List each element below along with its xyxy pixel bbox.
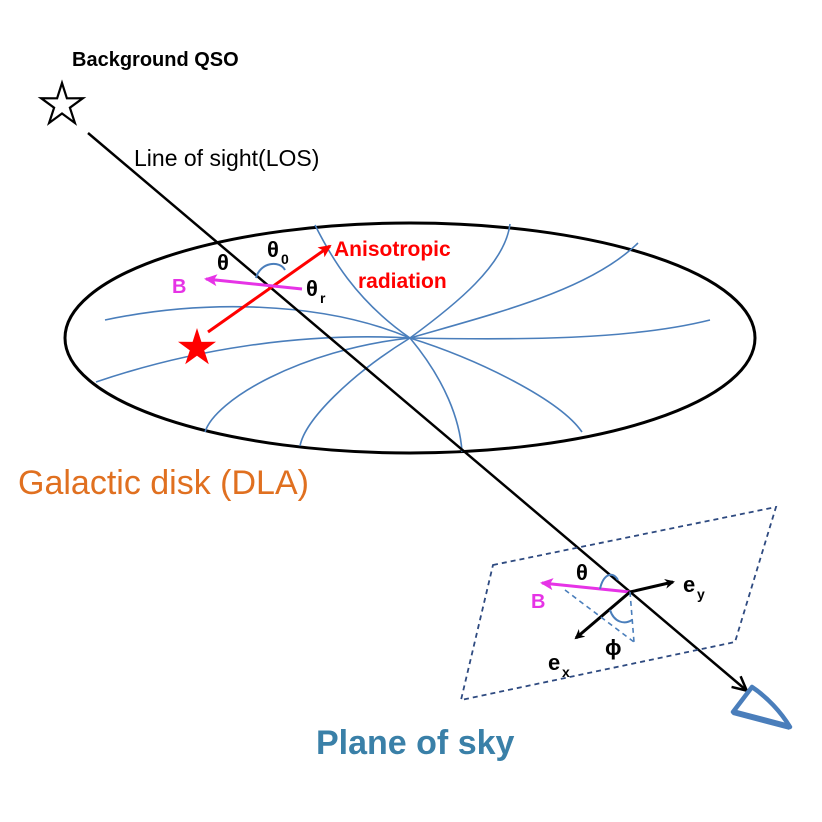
theta-r-label: θ r — [306, 276, 326, 306]
spiral-arm — [409, 223, 511, 339]
spiral-arm — [409, 337, 463, 453]
plane-of-sky-label: Plane of sky — [316, 724, 515, 762]
theta-0-label: θ 0 — [267, 237, 289, 267]
anisotropic-label-line2: radiation — [358, 270, 447, 293]
e-x-arrow — [574, 590, 631, 640]
background-qso-label: Background QSO — [72, 49, 239, 71]
spiral-arm — [104, 305, 411, 339]
e-x-label: e x — [548, 650, 570, 680]
sky-theta-arc — [599, 573, 619, 590]
radiation-arrow — [207, 244, 332, 334]
svg-text:0: 0 — [281, 251, 289, 267]
sky-theta-label: θ — [576, 560, 588, 585]
projection-line — [564, 589, 635, 643]
projection-line — [629, 591, 635, 643]
sky-b-vector-label: B — [531, 591, 545, 613]
plane-of-sky-outline — [459, 505, 778, 702]
spiral-arm — [409, 319, 711, 340]
spiral-arm — [204, 337, 411, 433]
line-of-sight-label: Line of sight(LOS) — [134, 145, 319, 171]
sky-b-field-arrow — [540, 578, 631, 594]
spiral-arm — [299, 337, 411, 447]
galactic-disk-label: Galactic disk (DLA) — [18, 464, 309, 502]
e-y-label: e y — [683, 572, 705, 602]
e-y-arrow — [629, 578, 675, 594]
spiral-arms — [95, 223, 711, 453]
b-vector-label: B — [172, 276, 186, 298]
svg-text:θ: θ — [306, 276, 318, 301]
spiral-arm — [409, 242, 639, 339]
star-outline-icon — [37, 79, 87, 126]
spiral-arm — [314, 224, 411, 339]
phi-arc — [609, 609, 633, 624]
b-field-arrow — [204, 274, 303, 291]
spiral-arm — [409, 337, 583, 433]
theta-label: θ — [217, 250, 229, 275]
star-filled-icon — [178, 328, 216, 365]
line-of-sight — [87, 132, 749, 693]
theta-arc — [255, 262, 286, 279]
svg-text:e: e — [548, 650, 560, 675]
svg-text:y: y — [697, 586, 705, 602]
svg-text:r: r — [320, 290, 326, 306]
galactic-disk-ellipse — [63, 221, 757, 455]
eye-icon — [730, 684, 793, 730]
svg-text:θ: θ — [267, 237, 279, 262]
anisotropic-label-line1: Anisotropic — [334, 238, 451, 261]
spiral-arm — [95, 336, 411, 383]
svg-text:e: e — [683, 572, 695, 597]
svg-text:x: x — [562, 664, 570, 680]
phi-label: ϕ — [605, 635, 622, 660]
